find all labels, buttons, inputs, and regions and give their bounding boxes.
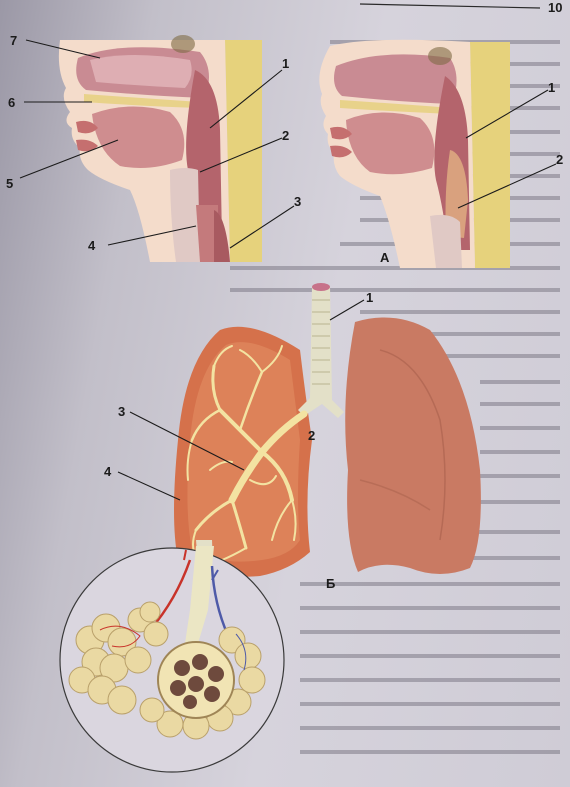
label-b-3: 3 (118, 404, 125, 419)
lungs-figure (174, 283, 481, 590)
spine-right (470, 42, 510, 268)
label-a-left-3: 3 (294, 194, 301, 209)
label-a-right-2: 2 (556, 152, 563, 167)
label-a-left-7: 7 (10, 33, 17, 48)
spine-left (225, 40, 262, 262)
alveoli-magnified (60, 546, 284, 772)
label-a-right-1: 1 (548, 80, 555, 95)
figure-a-caption: А (380, 250, 390, 265)
label-b-1: 1 (366, 290, 373, 305)
label-a-left-5: 5 (6, 176, 13, 191)
head-section-left (59, 35, 262, 262)
label-a-left-6: 6 (8, 95, 15, 110)
label-b-4: 4 (104, 464, 112, 479)
head-section-right (319, 40, 510, 268)
larynx-left (170, 168, 200, 262)
figure-b-caption: Б (326, 576, 335, 591)
label-b-2: 2 (308, 428, 315, 443)
page-corner-number: 10 (548, 0, 562, 15)
top-rule (360, 4, 540, 8)
label-a-left-4: 4 (88, 238, 96, 253)
label-a-left-2: 2 (282, 128, 289, 143)
label-a-left-1: 1 (282, 56, 289, 71)
